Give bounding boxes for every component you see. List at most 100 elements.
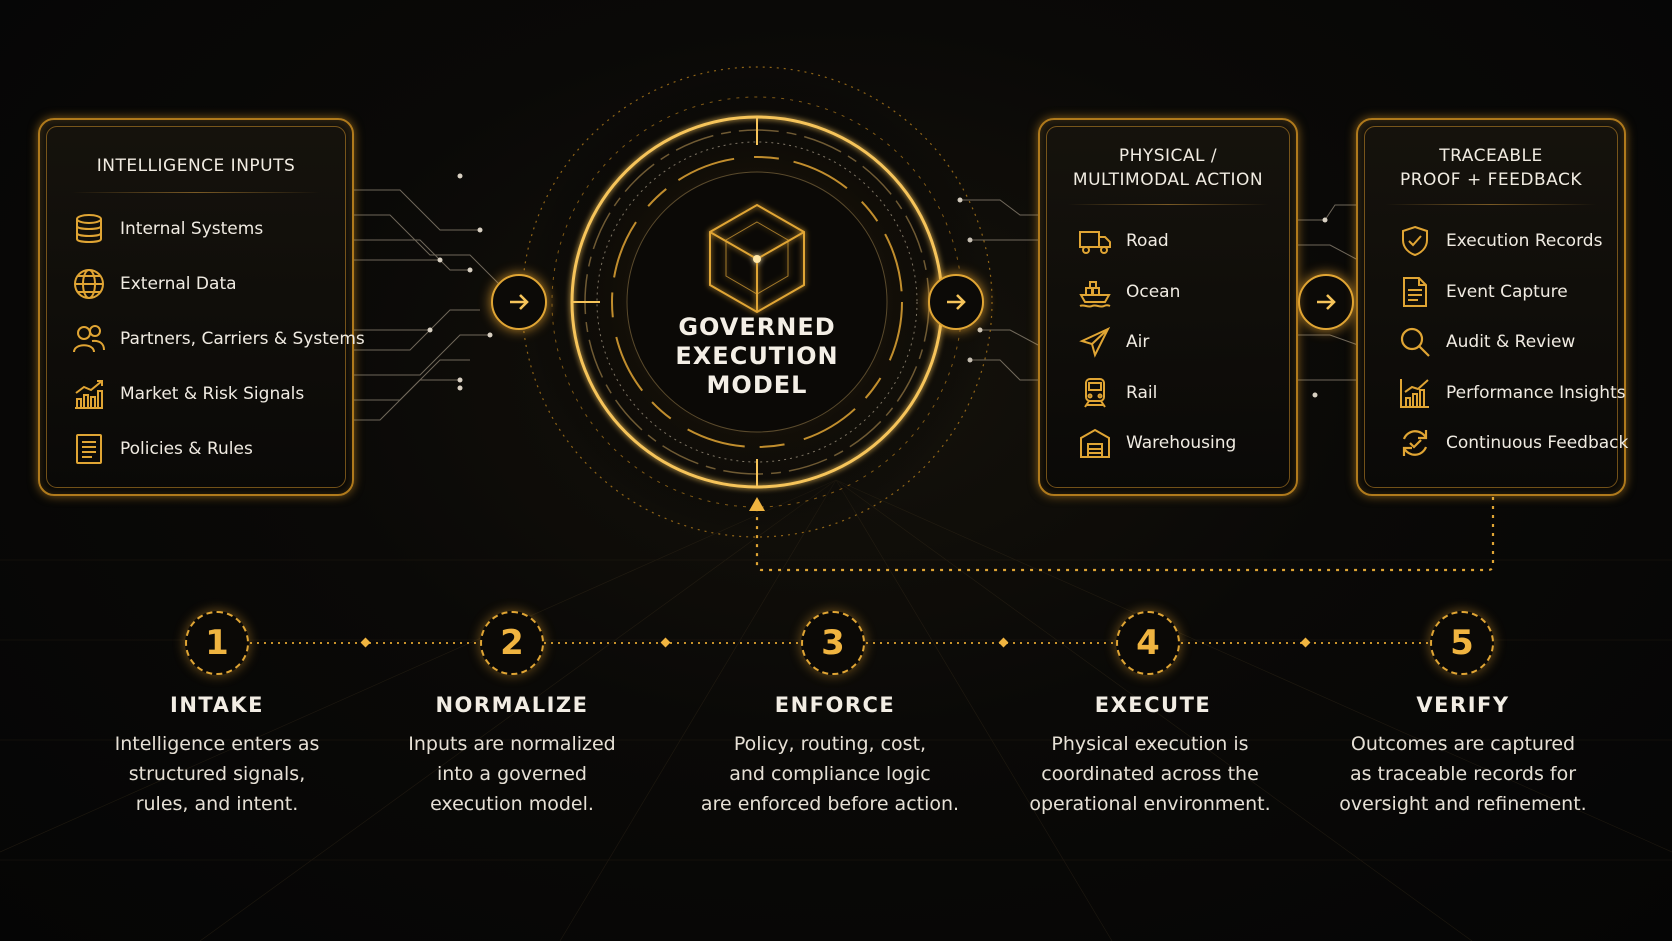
panel-title-line: PHYSICAL /: [1118, 146, 1218, 166]
proof-item-label: Performance Insights: [1446, 383, 1626, 403]
step-desc-line: into a governed: [436, 763, 587, 785]
step-desc-line: oversight and refinement.: [1339, 793, 1587, 815]
action-item-air: Air: [1078, 325, 1149, 359]
multimodal-action-panel: PHYSICAL / MULTIMODAL ACTION Road Ocean …: [1038, 118, 1298, 496]
input-item-label: Policies & Rules: [120, 439, 253, 459]
input-item-label: Market & Risk Signals: [120, 384, 305, 404]
truck-icon: [1079, 231, 1111, 254]
arrow-right-icon: [947, 294, 966, 310]
panel-title: INTELLIGENCE INPUTS: [96, 156, 296, 176]
refresh-icon: [1402, 430, 1428, 456]
core-title-line: GOVERNED: [678, 313, 836, 341]
action-item-label: Air: [1126, 332, 1150, 352]
proof-feedback-panel: TRACEABLE PROOF + FEEDBACK Execution Rec…: [1356, 118, 1628, 496]
input-item-market-risk: Market & Risk Signals: [72, 377, 304, 411]
proof-item-continuous-feedback: Continuous Feedback: [1398, 426, 1628, 460]
cube-icon: [709, 203, 805, 314]
shield-check-icon: [1402, 225, 1428, 257]
step-description-verify: Outcomes are captured as traceable recor…: [1313, 729, 1613, 819]
action-item-road: Road: [1078, 224, 1169, 258]
step-number-4: 4: [1116, 611, 1180, 675]
panel-title-line: TRACEABLE: [1439, 146, 1543, 166]
proof-item-label: Continuous Feedback: [1446, 433, 1629, 453]
intelligence-inputs-panel: INTELLIGENCE INPUTS Internal Systems Ext…: [38, 118, 365, 496]
input-item-internal-systems: Internal Systems: [72, 212, 263, 246]
document-icon: [76, 434, 102, 464]
flow-arrow-button: [491, 274, 547, 330]
warehouse-icon: [1080, 428, 1110, 458]
action-item-warehousing: Warehousing: [1078, 426, 1236, 460]
step-desc-line: Policy, routing, cost,: [733, 733, 927, 755]
flow-arrow-button: [1298, 274, 1354, 330]
step-title-execute: EXECUTE: [1094, 693, 1212, 717]
core-title-line: MODEL: [706, 371, 808, 399]
step-desc-line: execution model.: [430, 793, 594, 815]
step-number-3: 3: [801, 611, 865, 675]
step-description-enforce: Policy, routing, cost, and compliance lo…: [680, 729, 980, 819]
input-item-label: Partners, Carriers & Systems: [120, 329, 365, 349]
step-description-intake: Intelligence enters as structured signal…: [67, 729, 367, 819]
perspective-grid: [0, 479, 1672, 941]
proof-item-label: Event Capture: [1446, 282, 1568, 302]
magnifier-icon: [1400, 327, 1430, 357]
step-desc-line: Physical execution is: [1051, 733, 1249, 755]
step-description-normalize: Inputs are normalized into a governed ex…: [362, 729, 662, 819]
step-title-normalize: NORMALIZE: [435, 693, 589, 717]
chart-icon: [75, 380, 103, 409]
proof-item-execution-records: Execution Records: [1398, 224, 1602, 258]
database-icon: [76, 214, 102, 243]
action-item-label: Ocean: [1126, 282, 1181, 302]
arrow-right-icon: [1317, 294, 1336, 310]
action-item-rail: Rail: [1078, 376, 1157, 410]
core-title-line: EXECUTION: [675, 342, 839, 370]
panel-divider: [1386, 204, 1596, 205]
action-item-label: Warehousing: [1126, 433, 1237, 453]
input-item-policies: Policies & Rules: [72, 432, 253, 466]
right-circuit-traces: [960, 199, 1359, 381]
step-desc-line: Intelligence enters as: [114, 733, 320, 755]
action-item-label: Rail: [1126, 383, 1158, 403]
input-item-label: Internal Systems: [120, 219, 264, 239]
step-desc-line: rules, and intent.: [135, 793, 299, 815]
panel-title-line: MULTIMODAL ACTION: [1072, 170, 1264, 190]
step-desc-line: as traceable records for: [1349, 763, 1577, 785]
flow-arrow-button: [928, 274, 984, 330]
step-title-intake: INTAKE: [170, 693, 264, 717]
action-item-label: Road: [1126, 231, 1169, 251]
panel-title: PHYSICAL / MULTIMODAL ACTION: [1040, 144, 1296, 192]
chart-icon: [1400, 379, 1429, 408]
step-number-5: 5: [1430, 611, 1494, 675]
step-title-enforce: ENFORCE: [774, 693, 896, 717]
step-desc-line: structured signals,: [128, 763, 306, 785]
step-desc-line: Inputs are normalized: [408, 733, 616, 755]
governed-execution-model-title: GOVERNED EXECUTION MODEL: [600, 313, 914, 400]
users-icon: [73, 325, 105, 353]
panel-title-line: PROOF + FEEDBACK: [1399, 170, 1583, 190]
left-circuit-nodes: [427, 173, 493, 391]
step-desc-line: are enforced before action.: [700, 793, 960, 815]
file-icon: [1403, 277, 1427, 307]
step-desc-line: operational environment.: [1029, 793, 1271, 815]
globe-icon: [74, 269, 104, 299]
panel-divider: [1068, 204, 1268, 205]
action-item-ocean: Ocean: [1078, 275, 1180, 309]
timeline-diamonds: [360, 637, 1311, 648]
step-number-2: 2: [480, 611, 544, 675]
step-description-execute: Physical execution is coordinated across…: [1000, 729, 1300, 819]
step-desc-line: coordinated across the: [1041, 763, 1259, 785]
feedback-arrow-head: [749, 497, 765, 511]
ship-icon: [1079, 281, 1111, 308]
proof-item-audit-review: Audit & Review: [1398, 325, 1575, 359]
input-item-label: External Data: [120, 274, 237, 294]
panel-title: TRACEABLE PROOF + FEEDBACK: [1358, 144, 1624, 192]
plane-icon: [1079, 326, 1111, 358]
feedback-loop-path: [755, 497, 1495, 572]
input-item-partners: Partners, Carriers & Systems: [72, 322, 365, 356]
input-item-external-data: External Data: [72, 267, 237, 301]
proof-item-event-capture: Event Capture: [1398, 275, 1568, 309]
step-number-1: 1: [185, 611, 249, 675]
step-desc-line: Outcomes are captured: [1350, 733, 1576, 755]
proof-item-performance-insights: Performance Insights: [1398, 376, 1626, 410]
left-circuit-traces: [352, 189, 501, 421]
